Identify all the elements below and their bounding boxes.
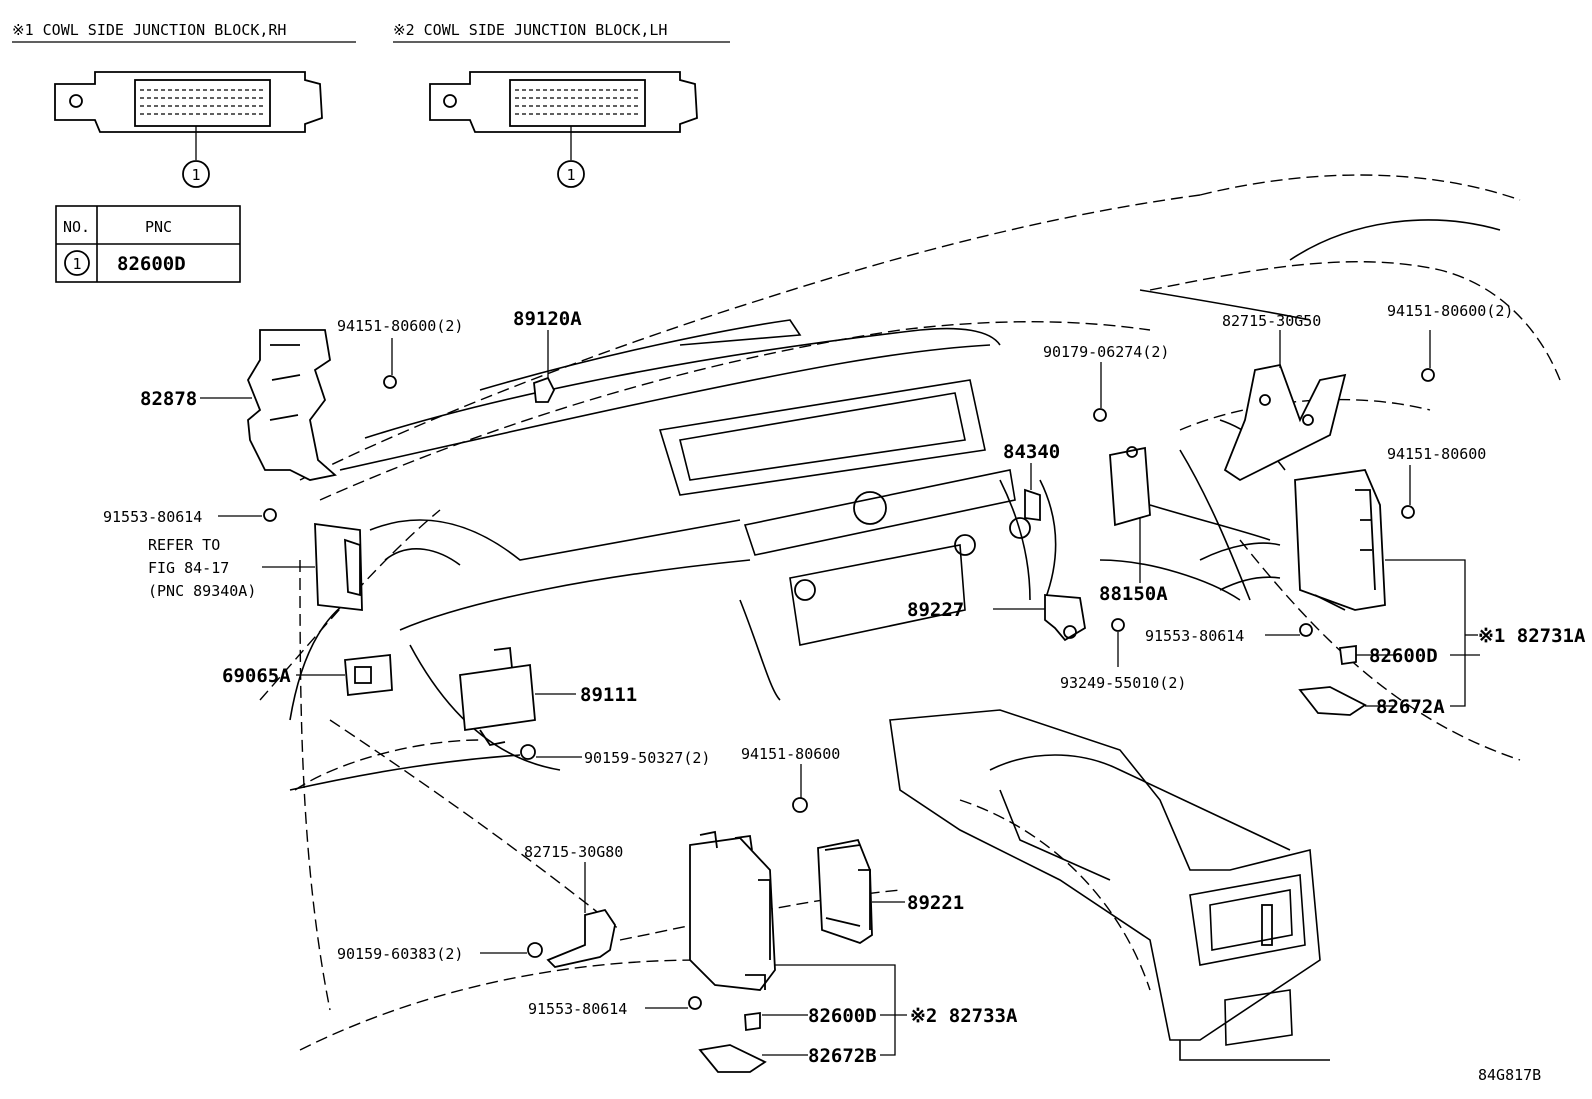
bolt-91553-right bbox=[1299, 623, 1313, 637]
table-col-no: NO. bbox=[63, 218, 90, 236]
header-rh-group: ※1 COWL SIDE JUNCTION BLOCK,RH bbox=[12, 21, 356, 43]
label-94151-80600-2-left: 94151-80600(2) bbox=[337, 317, 463, 335]
part-89227 bbox=[1044, 594, 1086, 642]
part-89111 bbox=[459, 646, 536, 747]
table-col-pnc: PNC bbox=[145, 218, 172, 236]
svg-text:1: 1 bbox=[566, 166, 575, 184]
part-82731A bbox=[1294, 469, 1386, 611]
label-90179-06274-2: 90179-06274(2) bbox=[1043, 343, 1169, 361]
label-93249-55010-2: 93249-55010(2) bbox=[1060, 674, 1186, 692]
bolt-90159-60383 bbox=[527, 942, 543, 958]
part-89340A-module bbox=[314, 522, 363, 612]
callout-circle-rh bbox=[182, 160, 210, 188]
label-91553-80614-left: 91553-80614 bbox=[103, 508, 202, 526]
bolt-90159-50327 bbox=[520, 744, 536, 760]
part-89221 bbox=[817, 838, 873, 944]
label-94151-80600-right: 94151-80600 bbox=[1387, 445, 1486, 463]
callout-circle-lh bbox=[557, 160, 585, 188]
label-82715-30G50: 82715-30G50 bbox=[1222, 312, 1321, 330]
bolt-91553-bottom bbox=[688, 996, 702, 1010]
label-82600D-bottom: 82600D bbox=[808, 1005, 877, 1027]
label-89120A: 89120A bbox=[513, 308, 582, 330]
label-82733A: ※2 82733A bbox=[910, 1005, 1018, 1027]
table-row-pnc: 82600D bbox=[117, 253, 186, 275]
nut-94151-left bbox=[383, 375, 397, 389]
nut-90179 bbox=[1093, 408, 1107, 422]
nut-94151-right-top bbox=[1421, 368, 1435, 382]
nut-94151-mid bbox=[792, 797, 808, 813]
table-row-no: 1 bbox=[72, 255, 81, 273]
bolt-91553-left bbox=[263, 508, 277, 522]
label-82600D-right: 82600D bbox=[1369, 645, 1438, 667]
part-82715-30G80 bbox=[546, 908, 616, 968]
label-91553-80614-right: 91553-80614 bbox=[1145, 627, 1244, 645]
label-91553-80614-bottom: 91553-80614 bbox=[528, 1000, 627, 1018]
dashboard-body bbox=[289, 219, 1501, 791]
label-88150A: 88150A bbox=[1099, 583, 1168, 605]
part-88150A bbox=[1109, 446, 1151, 527]
label-82731A: ※1 82731A bbox=[1478, 625, 1586, 647]
label-94151-80600-2-right: 94151-80600(2) bbox=[1387, 302, 1513, 320]
label-84340: 84340 bbox=[1003, 441, 1060, 463]
leader-lines bbox=[200, 330, 1480, 1056]
label-89221: 89221 bbox=[907, 892, 964, 914]
label-89227: 89227 bbox=[907, 599, 964, 621]
center-console bbox=[889, 709, 1330, 1061]
part-82600D-bottom bbox=[744, 1011, 761, 1032]
label-90159-50327-2: 90159-50327(2) bbox=[584, 749, 710, 767]
part-82733A bbox=[689, 830, 776, 991]
label-82715-30G80: 82715-30G80 bbox=[524, 843, 623, 861]
label-90159-60383-2: 90159-60383(2) bbox=[337, 945, 463, 963]
label-82878: 82878 bbox=[140, 388, 197, 410]
label-refer-2: FIG 84-17 bbox=[148, 559, 229, 577]
bolt-93249 bbox=[1111, 618, 1125, 632]
figure-id: 84G817B bbox=[1478, 1066, 1541, 1084]
part-82715-30G50 bbox=[1223, 363, 1347, 482]
part-labels: 94151-80600(2) 89120A 82878 91553-80614 … bbox=[103, 302, 1586, 1084]
label-82672A: 82672A bbox=[1376, 696, 1445, 718]
pnc-table: NO. PNC 1 82600D bbox=[55, 205, 241, 283]
nut-94151-right bbox=[1401, 505, 1415, 519]
junction-block-lh: 1 bbox=[429, 71, 698, 188]
header-rh: ※1 COWL SIDE JUNCTION BLOCK,RH bbox=[12, 21, 286, 39]
junction-block-rh: 1 bbox=[54, 71, 323, 188]
part-82672B bbox=[698, 1044, 767, 1073]
label-refer-1: REFER TO bbox=[148, 536, 220, 554]
part-82672A bbox=[1298, 686, 1367, 716]
label-refer-3: (PNC 89340A) bbox=[148, 582, 256, 600]
part-89120A bbox=[533, 376, 556, 403]
label-69065A: 69065A bbox=[222, 665, 291, 687]
svg-text:1: 1 bbox=[191, 166, 200, 184]
part-69065A bbox=[344, 654, 393, 696]
label-89111: 89111 bbox=[580, 684, 637, 706]
label-82672B: 82672B bbox=[808, 1045, 877, 1067]
part-82600D-right bbox=[1338, 644, 1357, 666]
label-94151-80600-mid: 94151-80600 bbox=[741, 745, 840, 763]
header-lh-group: ※2 COWL SIDE JUNCTION BLOCK,LH bbox=[393, 21, 730, 43]
part-84340 bbox=[1009, 488, 1041, 539]
header-lh: ※2 COWL SIDE JUNCTION BLOCK,LH bbox=[393, 21, 667, 39]
part-82878 bbox=[246, 329, 337, 481]
